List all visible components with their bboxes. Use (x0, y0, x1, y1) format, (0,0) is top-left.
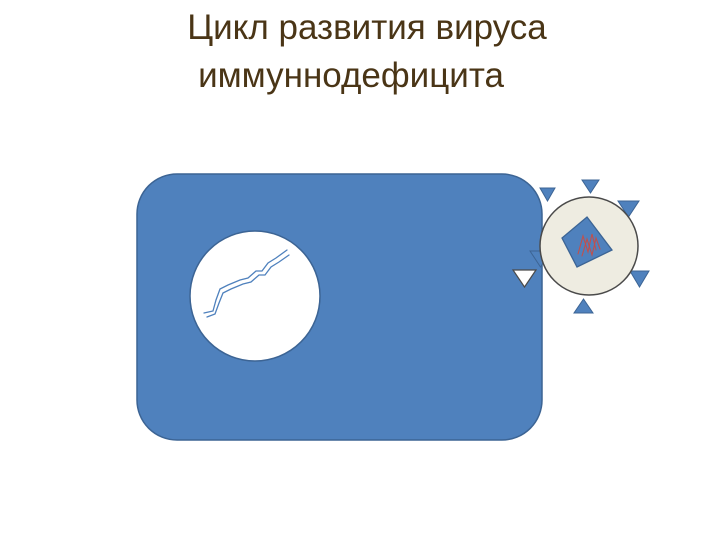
virion-rna (577, 233, 601, 258)
virion-spikes (529, 179, 650, 314)
hiv-virion (511, 179, 650, 314)
virion-capsid (561, 216, 613, 268)
slide-title-line-1: Цикл развития вируса (187, 8, 547, 47)
cell-nucleus (189, 230, 321, 362)
slide-title: Цикл развития вируса иммуннодефицита (0, 4, 720, 100)
nucleus-dna (203, 249, 290, 318)
slide-title-line-2: иммуннодефицита (198, 56, 504, 95)
virion-spike-docked (511, 269, 538, 289)
